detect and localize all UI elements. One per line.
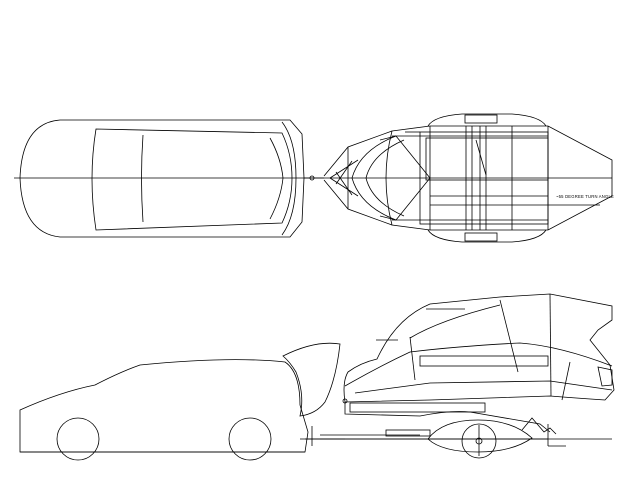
wheel-bottom	[464, 232, 498, 242]
trailer-deck	[349, 402, 486, 413]
trailer-pillar-4	[561, 361, 571, 401]
car-plan-roof	[91, 128, 293, 231]
trailer-mid-line	[344, 342, 613, 387]
trailer-pillar-3	[549, 293, 552, 397]
trailer-pillar-1	[409, 336, 416, 381]
car-rear-wheel	[228, 417, 272, 461]
car-plan-rear-window	[269, 137, 284, 220]
trailer-tongue-brace-1	[329, 159, 359, 179]
side-view	[19, 293, 615, 461]
trailer-tongue-brace-3	[335, 171, 353, 196]
fender-bottom	[427, 229, 547, 243]
trailer-lower-panel	[354, 380, 613, 394]
car-plan-windshield	[141, 134, 144, 223]
fender-top	[427, 113, 547, 127]
trailer-rear-window	[597, 366, 613, 387]
car-side	[19, 342, 341, 461]
trailer-plan: ~55 DEGREE TURN ANGLE	[323, 113, 614, 243]
trailer-roof-ridge	[409, 304, 501, 339]
brace-f	[379, 215, 397, 221]
car-plan-rear-edge	[281, 121, 297, 236]
trailer-plan-nose	[351, 135, 397, 221]
trailer-rear-stand	[521, 417, 557, 435]
car-plan	[19, 119, 305, 238]
trailer-plan-nose-inner	[365, 139, 405, 217]
car-front-wheel	[56, 417, 100, 461]
brace-c	[475, 139, 487, 176]
trailer-side	[320, 293, 615, 459]
turn-angle-note: ~55 DEGREE TURN ANGLE	[556, 194, 614, 199]
bed-panel	[425, 137, 549, 181]
trailer-plan-outline	[385, 125, 613, 231]
trailer-wheel	[461, 423, 497, 459]
car-hatch	[282, 342, 341, 417]
wheel-top	[464, 114, 498, 124]
trailer-shell-top	[343, 293, 615, 403]
trailer-pillar-2	[499, 299, 519, 373]
car-side-body	[19, 359, 309, 453]
trailer-tongue-brace-4	[335, 160, 353, 185]
trailer-window-strip	[419, 355, 549, 367]
brace-e	[379, 135, 397, 141]
car-plan-outline	[19, 119, 305, 238]
trailer-step	[385, 429, 431, 437]
trailer-chassis	[344, 402, 551, 433]
brace-b	[395, 177, 431, 221]
trailer-fender	[427, 419, 533, 453]
brace-a	[395, 135, 431, 179]
trailer-tongue-brace-2	[329, 177, 359, 197]
plan-view: ~55 DEGREE TURN ANGLE	[14, 113, 614, 243]
